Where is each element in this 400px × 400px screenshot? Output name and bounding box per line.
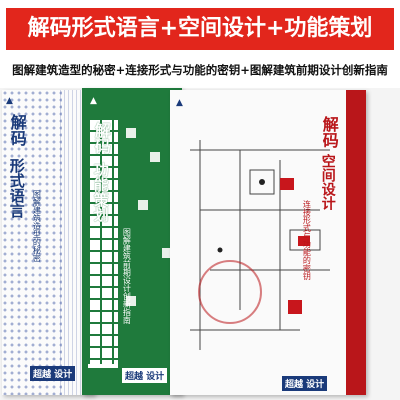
- book-title: 空间设计: [319, 154, 336, 210]
- banner-title: 解码形式语言+空间设计+功能策划: [6, 8, 394, 50]
- book-form-language[interactable]: ▲ 解码 形式语言 图解建筑造型的秘密 超越 设计: [2, 90, 94, 395]
- cover-red-strip: [346, 90, 366, 395]
- grid-cell: [126, 128, 136, 138]
- book-series-label: 解码: [91, 122, 111, 154]
- red-accent-block: [280, 178, 294, 190]
- red-accent-block: [298, 236, 310, 246]
- book-subtitle: 图解建筑前期设计创新指南: [122, 228, 132, 324]
- book-title: 形式语言: [7, 158, 26, 218]
- architectural-sketch: [190, 140, 330, 350]
- publisher-logo: 超越 设计: [122, 368, 168, 383]
- stamp-mark: [198, 260, 262, 324]
- red-accent-block: [288, 300, 302, 314]
- banner-subtitle: 图解建筑造型的秘密+连接形式与功能的密钥+图解建筑前期设计创新指南: [12, 63, 388, 77]
- grid-cell: [138, 200, 148, 210]
- book-subtitle: 图解建筑造型的秘密: [32, 190, 42, 262]
- grid-pattern: [88, 94, 176, 364]
- book-space-design[interactable]: ▲ 解码 空间设计 连接形式与功能的密钥 超越 设计: [170, 90, 366, 395]
- book-subtitle: 连接形式与功能的密钥: [302, 200, 312, 280]
- grid-cell: [150, 152, 160, 162]
- publisher-logo: 超越 设计: [282, 376, 328, 391]
- grid-cell: [162, 248, 172, 258]
- book-series-label: 解码: [319, 116, 339, 148]
- publisher-mark-icon: ▲: [6, 96, 13, 106]
- promo-banner: 解码形式语言+空间设计+功能策划 图解建筑造型的秘密+连接形式与功能的密钥+图解…: [0, 0, 400, 95]
- publisher-mark-icon: ▲: [90, 96, 97, 106]
- book-function-planning[interactable]: ▲ 解码 功能策划 图解建筑前期设计创新指南 超越 设计: [82, 88, 182, 395]
- publisher-logo: 超越 设计: [30, 366, 76, 381]
- publisher-mark-icon: ▲: [176, 98, 183, 108]
- book-title: 功能策划: [91, 162, 110, 222]
- dot-pattern: [2, 90, 62, 395]
- book-series-label: 解码: [7, 114, 27, 146]
- grid-cell: [126, 296, 136, 306]
